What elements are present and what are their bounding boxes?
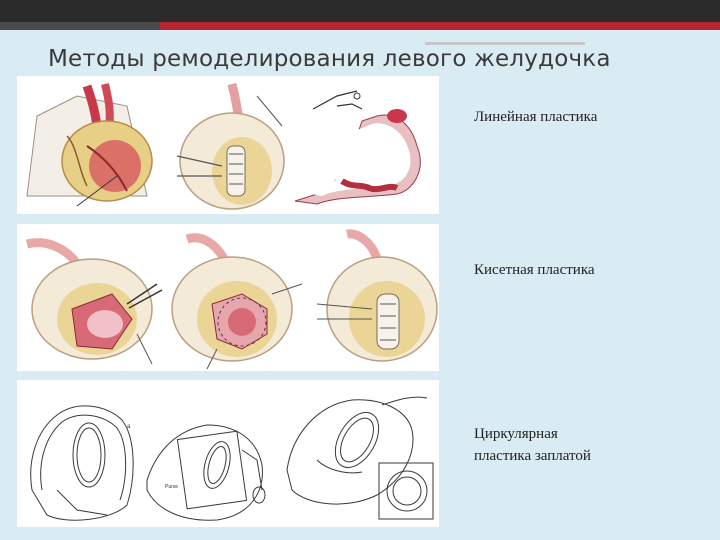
- linear-plasty-stage2-image: [176, 82, 285, 210]
- linear-plasty-section-image: [294, 90, 421, 205]
- linear-plasty-panel: [17, 76, 439, 214]
- slide-title: Методы ремоделирования левого желудочка: [48, 46, 611, 72]
- patch-plasty-panel: a Purse: [17, 380, 439, 527]
- purse-string-stage2-image: [171, 233, 303, 370]
- slide-accent-bar: [0, 22, 720, 30]
- purse-string-stage1-image: [25, 238, 163, 365]
- purse-string-stage3-image: [316, 229, 438, 362]
- patch-plasty-stage3-image: [286, 396, 434, 520]
- slide-top-bar: [0, 0, 720, 22]
- patch-plasty-stage1-image: a: [30, 405, 134, 521]
- linear-plasty-stage1-image: [26, 83, 153, 207]
- patch-plasty-label-line1: Циркулярная: [474, 426, 558, 442]
- purse-string-plasty-panel: [17, 224, 439, 371]
- patch-plasty-stage2-image: Purse: [146, 424, 266, 521]
- slide-accent-bar-dark: [0, 22, 160, 30]
- patch-plasty-label-line2: пластика заплатой: [474, 448, 591, 464]
- purse-string-plasty-label: Кисетная пластика: [474, 262, 595, 278]
- title-decor-line: [425, 42, 585, 45]
- linear-plasty-label: Линейная пластика: [474, 109, 598, 125]
- svg-text:a: a: [127, 424, 131, 430]
- patch-plasty-label: Циркулярная пластика заплатой: [474, 423, 704, 467]
- svg-text:Purse: Purse: [165, 484, 178, 490]
